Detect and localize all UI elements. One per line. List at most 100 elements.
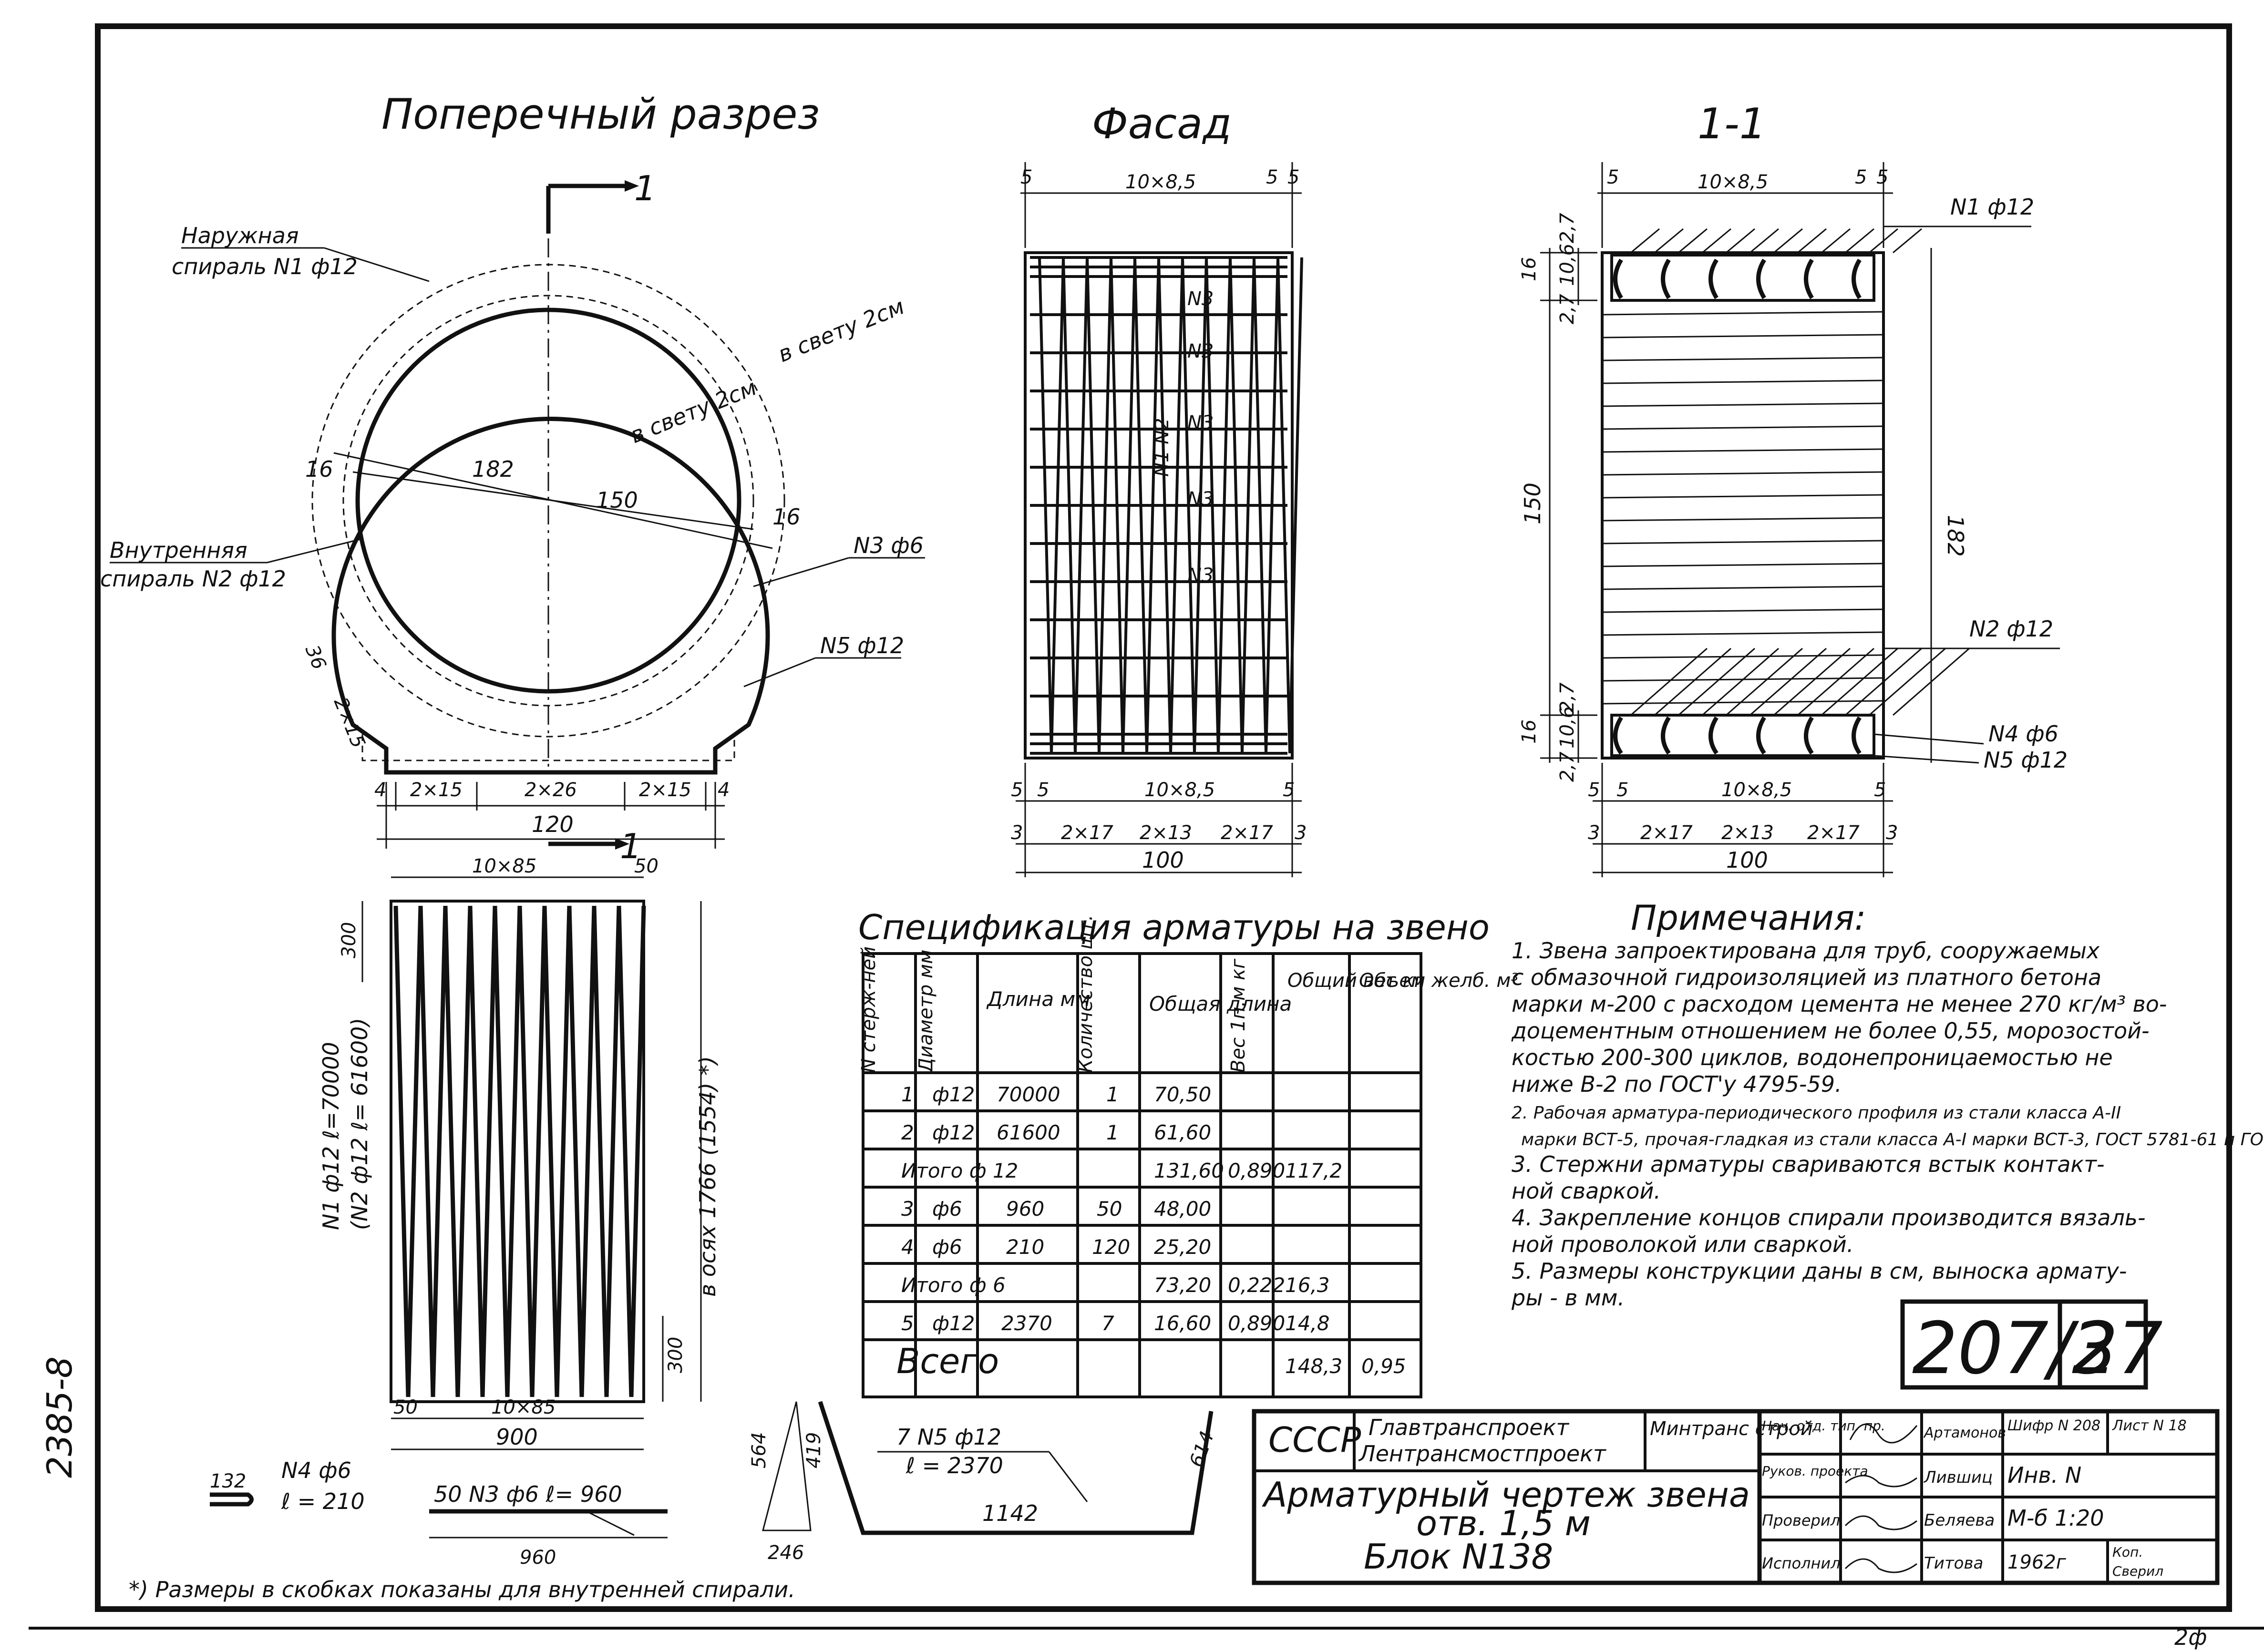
spec-row5-tw: 14,8 — [1285, 1312, 1330, 1335]
section-dim-106-top: 10,6 — [1556, 244, 1578, 286]
inner-spiral-label-1: Внутренняя — [110, 537, 247, 563]
dim-150: 150 — [596, 487, 638, 513]
facade-bar-n3-4: N3 — [1187, 488, 1214, 510]
bar-n5-length: ℓ = 2370 — [906, 1453, 1003, 1478]
development-zigzag-7 — [567, 905, 597, 1397]
cut-arrowhead-top — [625, 180, 639, 192]
inner-spiral-label-2: спираль N2 ф12 — [100, 566, 286, 592]
section-spiral-line-3 — [1602, 380, 1884, 384]
section-spiral-line-0 — [1602, 311, 1884, 316]
development-zigzag-0 — [393, 905, 423, 1397]
dim-bottom-2x26: 2×26 — [525, 779, 577, 801]
facade-bar-n3-5: N3 — [1187, 564, 1214, 586]
section-bottom-cage — [1610, 714, 1875, 757]
development-outline — [390, 900, 645, 1403]
facade-dim-b1-5b: 5 — [1037, 779, 1049, 801]
facade-spiral-b-5 — [1169, 257, 1184, 754]
development-dim-top-right: 50 — [634, 855, 659, 877]
facade-spiral-b-10 — [1288, 257, 1303, 754]
stamp-code: 207/3 — [1912, 1307, 2118, 1390]
section-dim-27-bottom-b: 2,7 — [1556, 751, 1578, 782]
stamp-role-3: Проверил — [1762, 1511, 1840, 1529]
stamp-checked: Сверил — [2112, 1563, 2163, 1579]
facade-dim-b2-3a: 3 — [1011, 822, 1023, 844]
section-spiral-line-6 — [1602, 448, 1884, 453]
section-hatch-top-3 — [1702, 228, 1731, 254]
cut-mark-bottom: 1 — [620, 826, 642, 866]
section-hatch-bottom-7 — [1797, 647, 1874, 716]
spec-row5-total: 16,60 — [1154, 1312, 1211, 1335]
notes-title: Примечания: — [1631, 898, 1866, 938]
spec-sum6-label: Итого ф 6 — [901, 1273, 1006, 1297]
facade-spiral-a-1 — [1062, 257, 1077, 754]
development-zigzag-2 — [443, 905, 473, 1397]
section-stirrup-bottom-0 — [1613, 716, 1623, 755]
dim-2x15-side: 2×15 — [329, 695, 370, 751]
facade-spiral-b-6 — [1193, 257, 1208, 754]
stamp-role-1: Нач. отд. тип. пр. — [1762, 1418, 1885, 1434]
section-stirrup-bottom-5 — [1852, 716, 1862, 755]
facade-dim-b2-3b: 3 — [1295, 822, 1307, 844]
section-hatch-bottom-5 — [1749, 647, 1827, 716]
section-dim-top-5-b: 5 — [1876, 166, 1888, 188]
development-zigzag-4 — [493, 905, 522, 1397]
section-bar-n1: N1 ф12 — [1950, 194, 2034, 220]
section-stirrup-top-5 — [1852, 258, 1862, 299]
facade-dim-b1-5c: 5 — [1283, 779, 1295, 801]
facade-dim-b2-2x17a: 2×17 — [1061, 822, 1113, 844]
section-hatch-top-4 — [1726, 228, 1755, 254]
section-bar-n5: N5 ф12 — [1984, 747, 2068, 773]
spec-row3-d: ф6 — [932, 1197, 962, 1221]
note-line-4: костью 200-300 циклов, водонепроницаемос… — [1512, 1045, 2113, 1070]
stamp-name-4: Титова — [1924, 1554, 1983, 1573]
section-outline — [1601, 251, 1885, 759]
section-dim-b2-3b: 3 — [1886, 822, 1898, 844]
stamp-scale: М-б 1:20 — [2007, 1505, 2104, 1531]
section-hatch-top-7 — [1797, 228, 1827, 254]
bar-n5-label: N5 ф12 — [820, 633, 904, 658]
facade-dim-top-5-b: 5 — [1287, 166, 1299, 188]
section-dim-b1-5c: 5 — [1874, 779, 1886, 801]
spec-table-grid — [863, 954, 1421, 1397]
facade-outline — [1024, 251, 1294, 759]
facade-spiral-a-4 — [1133, 257, 1148, 754]
facade-spiral-b-4 — [1145, 257, 1160, 754]
section-dim-b2-2x17b: 2×17 — [1807, 822, 1860, 844]
spec-row3-qty: 50 — [1097, 1197, 1122, 1221]
stamp-title-2: отв. 1,5 м — [1416, 1503, 1591, 1543]
development-dim-300-bottom: 300 — [665, 1337, 687, 1373]
bar-n5-drawing: 564 419 246 1142 614 7 N5 ф12 ℓ = 2370 — [748, 1401, 1219, 1564]
stamp-inv: Инв. N — [2007, 1462, 2081, 1488]
development-dim-300-top: 300 — [338, 922, 360, 958]
spec-header-total-length: Общая длина — [1149, 992, 1292, 1016]
facade-spiral-b-3 — [1122, 257, 1136, 754]
spec-row5-len: 2370 — [1001, 1312, 1052, 1335]
bar-n4-shape — [210, 1492, 254, 1507]
facade-spiral-a-7 — [1205, 257, 1220, 754]
section-spiral-line-15 — [1602, 654, 1884, 659]
facade-dim-total: 100 — [1142, 847, 1184, 873]
dim-bottom-2x15-left: 2×15 — [410, 779, 463, 801]
section-hatch-bottom-0 — [1630, 647, 1708, 716]
bar-n5-dim-419: 419 — [803, 1432, 825, 1468]
dim-bottom-4-left: 4 — [374, 779, 386, 801]
section-spiral-line-13 — [1602, 608, 1884, 613]
bar-n5-shape — [818, 1401, 1214, 1535]
note-line-12: 5. Размеры конструкции даны в см, выноск… — [1512, 1258, 2127, 1284]
facade-bar-n3-1: N3 — [1187, 288, 1214, 310]
spec-row1-total: 70,50 — [1154, 1083, 1211, 1106]
outer-spiral-label-1: Наружная — [181, 223, 299, 248]
development-zigzag-9 — [617, 905, 646, 1397]
spec-row2-qty: 1 — [1106, 1121, 1119, 1144]
note-line-10: 4. Закрепление концов спирали производит… — [1512, 1205, 2146, 1231]
bar-n5-dim-1142: 1142 — [982, 1500, 1038, 1526]
development-label-n2: (N2 ф12 ℓ= 61600) — [347, 1018, 372, 1230]
spec-grand-vol: 0,95 — [1361, 1354, 1406, 1378]
section-spiral-lines — [1602, 228, 1970, 755]
facade-dim-b1-10x85: 10×8,5 — [1144, 779, 1215, 801]
margin-left-number: 2385-8 — [40, 1356, 80, 1478]
cut-mark-top: 1 — [634, 168, 656, 208]
section-hatch-bottom-10 — [1869, 647, 1946, 716]
section-spiral-line-8 — [1602, 494, 1884, 499]
cross-section-view: 1 1 182 150 16 16 Наружная спираль N1 ф1… — [100, 168, 925, 866]
